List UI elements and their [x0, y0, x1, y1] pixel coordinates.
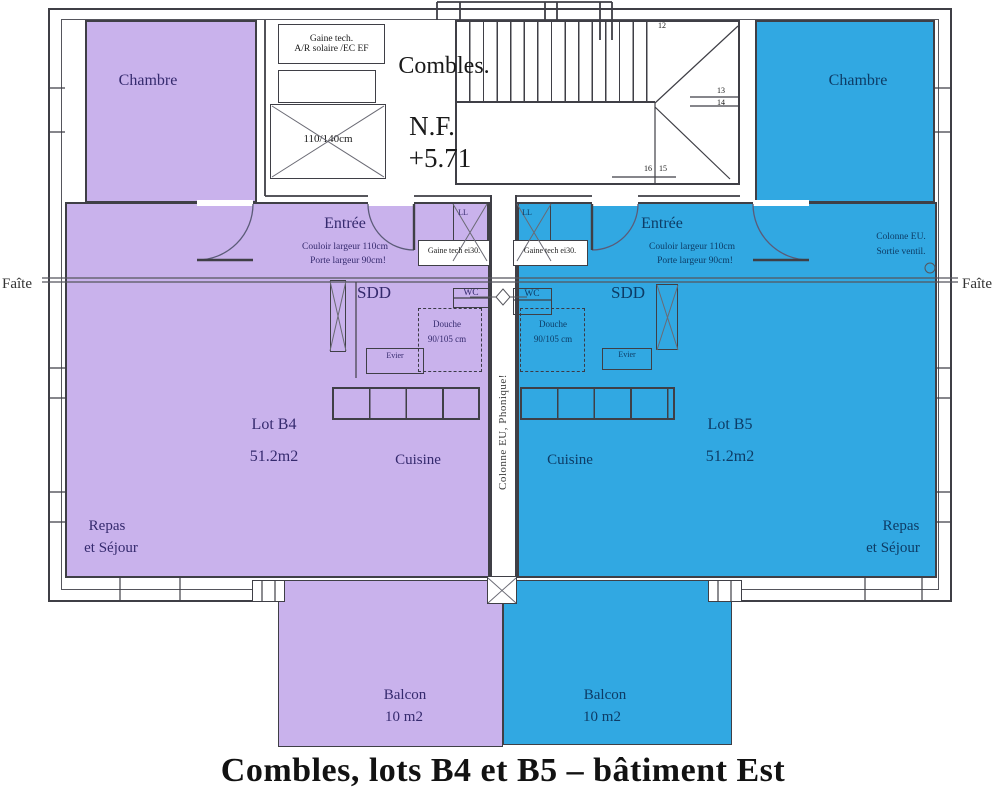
level-nf: N.F. — [409, 111, 455, 141]
gaine-tech-box: Gaine tech. A/R solaire /EC EF — [278, 24, 385, 64]
label-area-b4: 51.2m2 — [249, 448, 299, 465]
label-couloir2-b4: Porte largeur 90cm! — [310, 256, 386, 266]
label-entree-b5: Entrée — [641, 215, 683, 232]
label-repas2-b4: et Séjour — [84, 540, 138, 556]
label-wc-b5: WC — [524, 289, 540, 299]
label-repas1-b5: Repas — [882, 518, 920, 534]
label-faite-right: Faîte — [962, 276, 992, 292]
label-washer-b4: LL — [458, 208, 468, 217]
level-value: +5.71 — [408, 143, 472, 173]
label-lot-b4: Lot B4 — [251, 416, 297, 433]
stair-step-14: 14 — [717, 98, 725, 107]
label-douche1-b4: Douche — [433, 319, 461, 329]
stair-step-16: 16 — [644, 164, 652, 173]
label-washer-b5: LL — [522, 208, 532, 217]
label-douche2-b5: 90/105 cm — [533, 334, 573, 344]
label-repas2-b5: et Séjour — [866, 540, 920, 556]
shower-outline-b5 — [520, 308, 585, 372]
label-faite-left: Faîte — [2, 276, 32, 292]
shaft-box-b4 — [330, 280, 346, 352]
label-cuisine-b5: Cuisine — [547, 452, 593, 468]
sink-box-b5 — [602, 348, 652, 370]
label-balcon-area-b4: 10 m2 — [385, 709, 423, 725]
label-colonne-phonique: Colonne EU, Phonique! — [497, 374, 509, 490]
label-evier-b4: Evier — [386, 351, 404, 360]
label-cuisine-b4: Cuisine — [395, 452, 441, 468]
gaine-tech-label-1: Gaine tech. — [309, 34, 354, 44]
label-area-b5: 51.2m2 — [705, 448, 755, 465]
shower-outline-b4 — [418, 308, 482, 372]
shaft-box-b5 — [656, 284, 678, 350]
label-balcon-b4: Balcon — [383, 687, 427, 703]
wc-box-b5 — [513, 288, 552, 315]
label-balcon-area-b5: 10 m2 — [583, 709, 621, 725]
kitchen-counter-b5 — [520, 387, 675, 420]
kitchen-counter-b4 — [332, 387, 480, 420]
label-lot-b5: Lot B5 — [707, 416, 753, 433]
label-repas1-b4: Repas — [88, 518, 126, 534]
label-douche1-b5: Douche — [539, 319, 567, 329]
label-evier-b5: Evier — [618, 350, 636, 359]
stair-step-15: 15 — [659, 164, 667, 173]
label-entree-b4: Entrée — [324, 215, 366, 232]
stair-step-12: 12 — [658, 21, 666, 30]
balcony-post-left — [252, 580, 285, 602]
central-duct-bottom-box — [487, 576, 517, 604]
sink-box-b4 — [366, 348, 424, 374]
stair-step-13: 13 — [717, 86, 725, 95]
drawing-title: Combles, lots B4 et B5 – bâtiment Est — [220, 752, 786, 789]
door-gap-entree-b5 — [592, 193, 638, 206]
attic-title: Combles. — [398, 53, 490, 79]
label-couloir1-b5: Couloir largeur 110cm — [648, 242, 736, 252]
label-gaine-ei30-b4: Gaine tech ei30. — [427, 246, 481, 255]
room-chambre-b4 — [85, 20, 257, 203]
label-couloir1-b4: Couloir largeur 110cm — [301, 242, 389, 252]
gaine-tech-label-2: A/R solaire /EC EF — [294, 44, 369, 54]
balcony-post-right — [708, 580, 742, 602]
door-gap-chambre-b4 — [197, 200, 253, 206]
hatch-size-label: 110/140cm — [303, 133, 353, 145]
label-sdd-b5: SDD — [610, 283, 646, 302]
door-gap-chambre-b5 — [753, 200, 809, 206]
label-couloir2-b5: Porte largeur 90cm! — [657, 256, 733, 266]
label-sdd-b4: SDD — [356, 283, 392, 302]
tech-box-empty — [278, 70, 376, 103]
label-colonne-eu-2: Sortie ventil. — [876, 247, 926, 257]
door-gap-entree-b4 — [368, 193, 414, 206]
label-wc-b4: WC — [463, 288, 479, 298]
label-colonne-eu-1: Colonne EU. — [876, 232, 926, 242]
label-balcon-b5: Balcon — [583, 687, 627, 703]
balcony-b5 — [503, 580, 732, 745]
label-douche2-b4: 90/105 cm — [427, 334, 467, 344]
label-chambre-b5: Chambre — [828, 72, 888, 89]
label-gaine-ei30-b5: Gaine tech ei30. — [523, 246, 577, 255]
label-chambre-b4: Chambre — [118, 72, 178, 89]
